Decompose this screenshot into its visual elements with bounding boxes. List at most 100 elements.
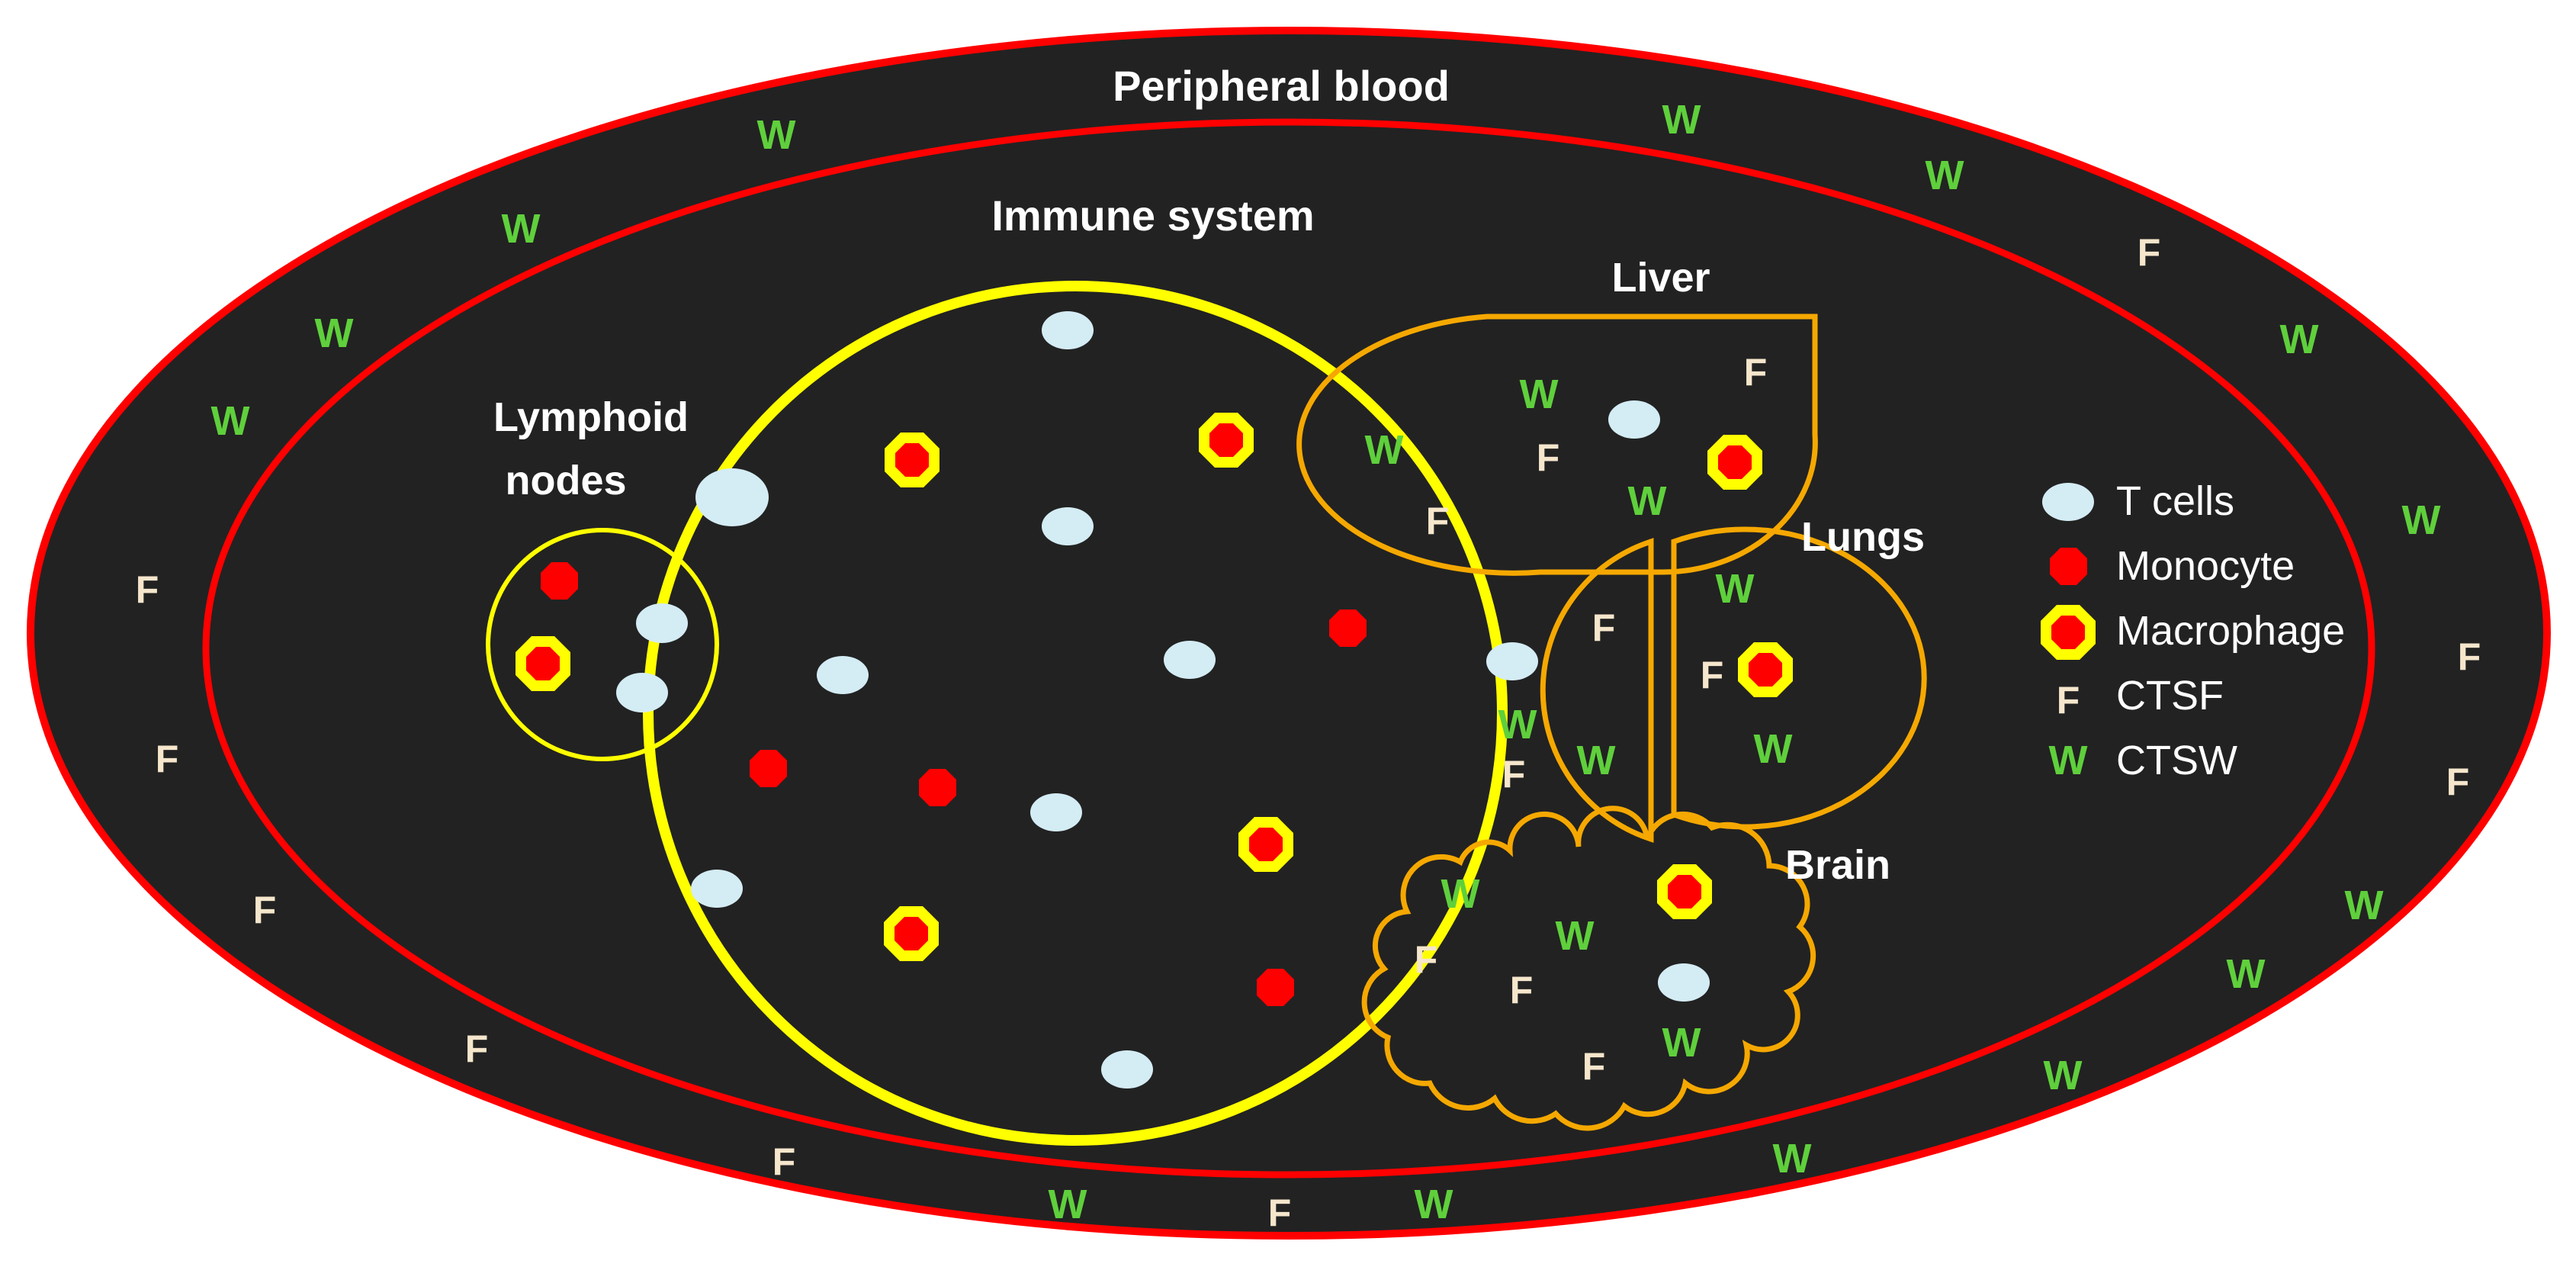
immune-system-label: Immune system (991, 191, 1314, 240)
ctsw-marker: W (1498, 702, 1537, 748)
monocytes (541, 562, 1367, 1006)
ctsw-marker: W (1415, 1182, 1453, 1227)
ctsw-marker: W (1773, 1136, 1812, 1182)
ctsf-marker: F (772, 1140, 796, 1183)
macrophage (884, 906, 939, 961)
ctsw-marker: W (1556, 913, 1595, 959)
ctsw-marker: W (1754, 726, 1793, 772)
legend-t-cells-label: T cells (2116, 478, 2234, 524)
ctsw-marker: W (502, 206, 541, 252)
inner-body-boundary (202, 118, 2375, 1179)
ctsf-marker: F (156, 738, 179, 780)
ctsf-marker: F (1426, 500, 1450, 542)
ctsf-markers: F F F F F F F F F F F F F F F F F F (136, 231, 2481, 1234)
monocyte (919, 769, 956, 806)
macrophage (1238, 817, 1293, 872)
ctsw-marker: W (757, 112, 796, 158)
macrophages (516, 413, 1793, 961)
ctsf-marker: F (1502, 753, 1526, 796)
t-cell (1486, 642, 1538, 680)
macrophage (1657, 864, 1712, 919)
t-cells (616, 311, 1710, 1089)
ctsw-marker: W (1441, 871, 1480, 917)
t-cell (695, 468, 769, 526)
peripheral-blood-ellipse (27, 27, 2551, 1240)
monocyte (1257, 969, 1294, 1006)
ctsw-marker: W (1662, 1020, 1701, 1066)
macrophage (1199, 413, 1254, 468)
ctsw-marker: W (2044, 1053, 2083, 1098)
t-cell (1030, 793, 1082, 831)
t-cell (817, 656, 869, 694)
t-cell (1164, 641, 1216, 679)
peripheral-blood-label: Peripheral blood (1113, 62, 1450, 110)
monocyte (1329, 609, 1367, 647)
ctsf-marker: F (1415, 938, 1438, 981)
immune-system-circle (643, 281, 1508, 1146)
legend-monocyte-symbol (2050, 548, 2087, 585)
t-cell (1608, 400, 1660, 439)
ctsf-marker: F (1744, 351, 1768, 394)
ctsw-marker: W (315, 310, 354, 356)
ctsw-marker: W (2227, 951, 2266, 997)
t-cell (691, 870, 743, 908)
macrophage (885, 433, 940, 487)
ctsw-marker: W (2280, 317, 2319, 362)
ctsw-marker: W (1662, 97, 1701, 143)
ctsf-marker: F (465, 1027, 489, 1070)
legend-macrophage-symbol (2041, 605, 2096, 660)
ctsw-marker: W (1577, 738, 1616, 783)
ctsw-marker: W (1716, 566, 1755, 612)
lymphoid-nodes-label-line2: nodes (505, 458, 626, 503)
monocyte (750, 750, 787, 787)
legend-t-cell-symbol (2042, 483, 2094, 521)
t-cell (1658, 963, 1710, 1002)
ctsf-marker: F (1592, 606, 1616, 649)
brain-outline (1361, 806, 1816, 1131)
legend-ctsw-label: CTSW (2116, 738, 2237, 783)
lymphoid-nodes-circle (486, 528, 719, 761)
ctsw-marker: W (1520, 371, 1559, 417)
brain-label: Brain (1785, 842, 1890, 888)
ctsf-marker: F (2446, 761, 2470, 803)
ctsf-marker: F (1268, 1191, 1292, 1234)
lungs-label: Lungs (1801, 514, 1925, 560)
monocyte (541, 562, 578, 600)
t-cell (616, 673, 668, 712)
legend-monocyte-label: Monocyte (2116, 543, 2295, 589)
ctsf-marker: F (136, 568, 159, 611)
lung-right-outline (1671, 526, 1927, 830)
liver-label: Liver (1611, 255, 1710, 301)
t-cell (1101, 1050, 1153, 1089)
liver-outline (1296, 314, 1818, 576)
ctsf-marker: F (1582, 1045, 1606, 1088)
ctsw-marker: W (1365, 427, 1404, 473)
legend-ctsf-label: CTSF (2116, 673, 2224, 719)
ctsw-marker: W (1628, 478, 1667, 524)
macrophage (1738, 642, 1793, 697)
ctsf-marker: F (1701, 654, 1724, 696)
lymphoid-nodes-label-line1: Lymphoid (493, 394, 689, 440)
ctsw-marker: W (2345, 883, 2384, 928)
ctsf-marker: F (1537, 436, 1560, 479)
ctsf-marker: F (2458, 635, 2481, 678)
ctsw-marker: W (2402, 497, 2441, 543)
legend: T cells Monocyte Macrophage F CTSF W CTS… (2041, 478, 2345, 783)
lung-left-outline (1540, 538, 1654, 843)
legend-macrophage-label: Macrophage (2116, 608, 2345, 654)
ctsw-marker: W (1049, 1182, 1087, 1227)
legend-ctsw-symbol: W (2049, 738, 2088, 783)
macrophage (516, 636, 570, 691)
ctsw-markers: W W W W W W W W W W W W W W W W W W W W … (211, 97, 2441, 1227)
legend-ctsf-symbol: F (2057, 679, 2080, 722)
t-cell (636, 603, 688, 643)
ctsf-marker: F (1510, 969, 1534, 1011)
macrophage (1707, 435, 1762, 490)
ctsf-marker: F (253, 889, 277, 931)
ctsf-marker: F (2138, 231, 2161, 274)
ctsw-marker: W (1926, 153, 1964, 198)
t-cell (1042, 311, 1094, 349)
t-cell (1042, 507, 1094, 545)
ctsw-marker: W (211, 398, 250, 444)
